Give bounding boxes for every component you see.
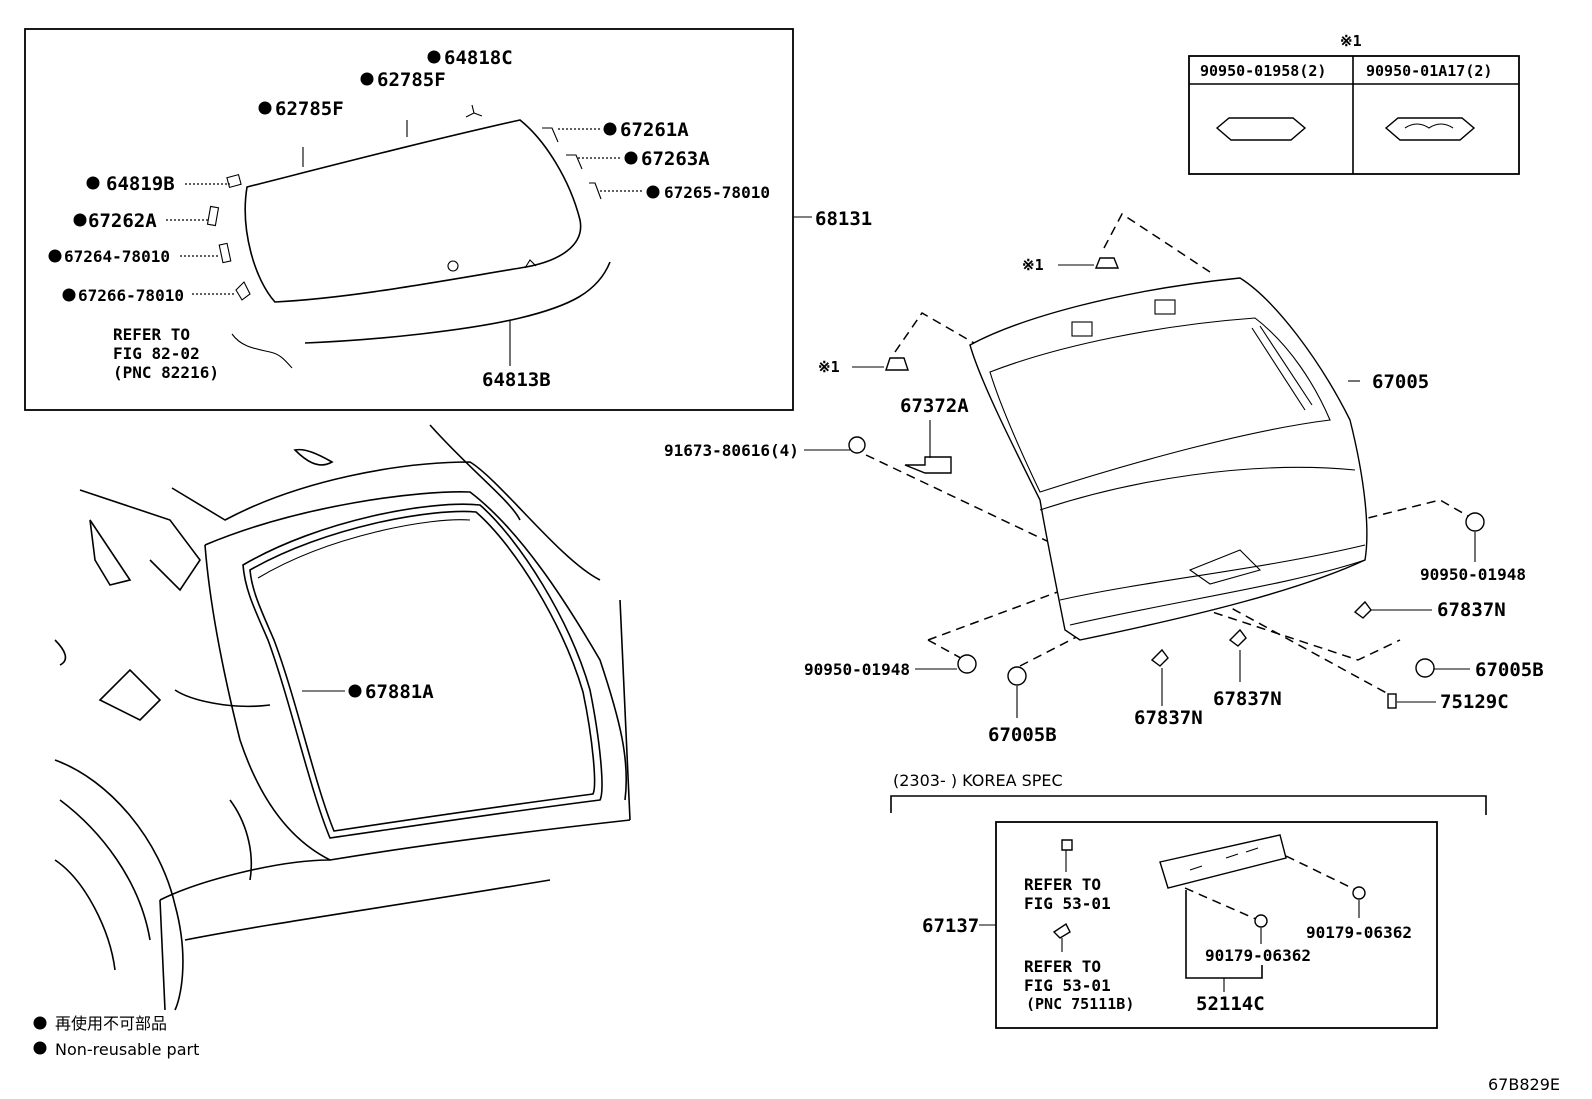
clip-table-header-2: 90950-01A17(2) xyxy=(1366,62,1492,80)
label-91673-80616: 91673-80616(4) xyxy=(664,441,799,460)
cushion-right-icon xyxy=(1353,600,1372,619)
korea-refer-a-2: FIG 53-01 xyxy=(1024,894,1111,913)
label-67262A: 67262A xyxy=(88,210,157,232)
korea-refer-a-1: REFER TO xyxy=(1024,875,1101,894)
part-64819B-shape xyxy=(226,173,242,189)
glass-hole xyxy=(447,260,459,272)
clip-top-icon xyxy=(1094,257,1120,269)
cushion-mid-icon xyxy=(1228,628,1247,647)
label-67005B-right: 67005B xyxy=(1475,659,1544,681)
clip-table-mark: ※1 xyxy=(1340,32,1362,50)
clip-table-header-1: 90950-01958(2) xyxy=(1200,62,1326,80)
note-mark-left: ※1 xyxy=(818,358,840,376)
license-bracket-icon xyxy=(1159,834,1287,889)
label-52114C: 52114C xyxy=(1196,993,1265,1015)
label-75129C: 75129C xyxy=(1440,691,1509,713)
clip-left-icon xyxy=(885,357,909,371)
clip-90950-left-icon xyxy=(957,654,977,674)
korea-refer-b-3: (PNC 75111B) xyxy=(1026,995,1134,1013)
label-62785F-a: 62785F xyxy=(377,69,446,91)
glass-bracket xyxy=(524,259,537,269)
refer-line-2: FIG 82-02 xyxy=(113,344,200,363)
back-door-panel xyxy=(969,277,1368,641)
latch-67372A-icon xyxy=(904,456,952,474)
label-67137: 67137 xyxy=(922,915,979,937)
label-90950-01948-left: 90950-01948 xyxy=(804,660,910,679)
clip-90950-01958-icon xyxy=(1215,117,1307,141)
cushion-center-icon xyxy=(1150,648,1169,667)
stopper-right-icon xyxy=(1415,658,1435,678)
plug-75129C-icon xyxy=(1387,693,1397,709)
glass-group: 64818C 62785F 62785F 67261A 67263A 64819… xyxy=(24,28,872,411)
label-67261A: 67261A xyxy=(620,119,689,141)
korea-refer-b-2: FIG 53-01 xyxy=(1024,976,1111,995)
label-64813B: 64813B xyxy=(482,369,551,391)
glass-molding xyxy=(304,261,611,344)
korea-spec-header: (2303- ) KOREA SPEC xyxy=(893,771,1063,790)
clip-90950-01A17-icon xyxy=(1384,117,1476,141)
clip-table-frame xyxy=(1188,55,1520,175)
stopper-left-icon xyxy=(1007,666,1027,686)
korea-spec-group: (2303- ) KOREA SPEC 67137 REFER TO FIG 5… xyxy=(890,771,1487,1029)
part-67263A-shape xyxy=(566,154,583,170)
refer-line-1: REFER TO xyxy=(113,325,190,344)
label-67263A: 67263A xyxy=(641,148,710,170)
label-67837N-mid: 67837N xyxy=(1213,688,1282,710)
vehicle-rear xyxy=(54,424,631,1011)
glass-group-frame xyxy=(24,28,794,411)
part-67265-shape xyxy=(589,182,602,200)
refer-line-3: (PNC 82216) xyxy=(113,363,219,382)
legend: 再使用不可部品 Non-reusable part xyxy=(33,1014,199,1059)
label-64818C: 64818C xyxy=(444,47,513,69)
part-64818C-shape xyxy=(465,104,483,118)
note-mark-top: ※1 xyxy=(1022,256,1044,274)
door-handle-recess xyxy=(1188,549,1262,585)
label-90950-01948-right: 90950-01948 xyxy=(1420,565,1526,584)
part-67261A-shape xyxy=(542,127,559,143)
label-67881A: 67881A xyxy=(365,681,434,703)
label-67837N-right: 67837N xyxy=(1437,599,1506,621)
korea-clip-a-icon xyxy=(1061,839,1073,851)
legend-en: Non-reusable part xyxy=(55,1040,199,1059)
label-68131: 68131 xyxy=(815,208,872,230)
harness-shape xyxy=(231,333,293,369)
korea-clip-b-icon xyxy=(1052,922,1071,939)
clip-table: ※1 90950-01958(2) 90950-01A17(2) xyxy=(1188,32,1520,175)
label-67005: 67005 xyxy=(1372,371,1429,393)
legend-ja: 再使用不可部品 xyxy=(55,1014,167,1033)
label-67837N-center: 67837N xyxy=(1134,707,1203,729)
label-90179-06362-right: 90179-06362 xyxy=(1306,923,1412,942)
label-67264-78010: 67264-78010 xyxy=(64,247,170,266)
part-67264-shape xyxy=(218,242,232,264)
clip-90950-right-icon xyxy=(1465,512,1485,532)
part-67266-shape xyxy=(235,281,251,301)
label-90179-06362-center: 90179-06362 xyxy=(1205,946,1311,965)
door-hinge-right xyxy=(1154,299,1176,315)
back-door-glass xyxy=(244,119,582,303)
nut-center-icon xyxy=(1254,914,1268,928)
label-62785F-b: 62785F xyxy=(275,98,344,120)
label-64819B: 64819B xyxy=(106,173,175,195)
label-67372A: 67372A xyxy=(900,395,969,417)
label-67265-78010: 67265-78010 xyxy=(664,183,770,202)
label-67005B-left: 67005B xyxy=(988,724,1057,746)
label-67266-78010: 67266-78010 xyxy=(78,286,184,305)
nut-right-icon xyxy=(1352,886,1366,900)
bolt-91673-icon xyxy=(848,436,866,454)
part-67262A-shape xyxy=(206,205,220,227)
korea-refer-b-1: REFER TO xyxy=(1024,957,1101,976)
back-door-group: ※1 ※1 67005 67372A 91673-80616(4) 90950-… xyxy=(664,212,1544,746)
door-stay xyxy=(1251,327,1306,411)
figure-code: 67B829E xyxy=(1488,1075,1560,1094)
door-hinge-left xyxy=(1071,321,1093,337)
